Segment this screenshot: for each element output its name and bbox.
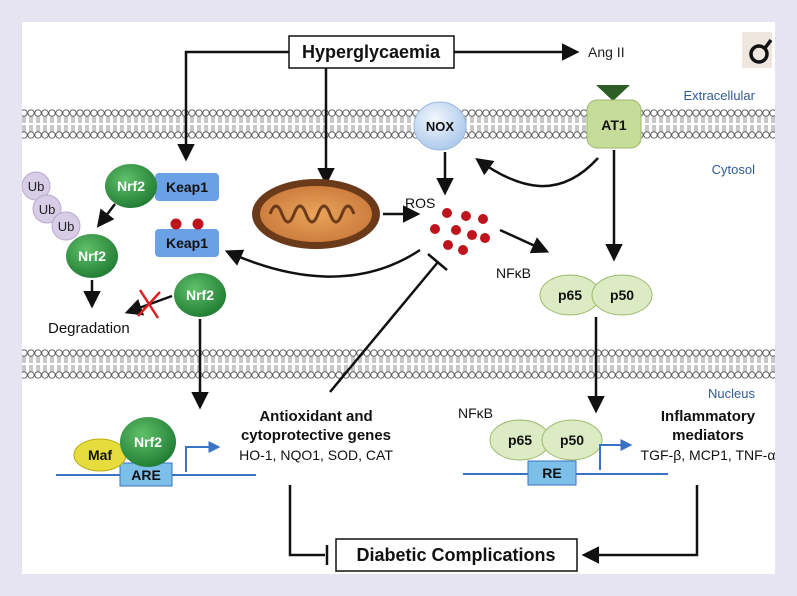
keap1-bound: [155, 173, 219, 201]
inhibit-genes-to-ros: [329, 261, 439, 393]
antioxidant-gene-list: HO-1, NQO1, SOD, CAT: [239, 447, 393, 463]
keap1-oxidized-label: Keap1: [166, 235, 208, 251]
svg-text:p50: p50: [610, 287, 634, 303]
arrow-inflammatory-to-complications: [581, 485, 699, 564]
svg-text:Ub: Ub: [58, 219, 75, 234]
inflammatory-list: TGF-β, MCP1, TNF-α: [641, 447, 775, 463]
re-element: [527, 460, 577, 486]
logo-badge: [742, 32, 773, 68]
angii-label: Ang II: [588, 44, 625, 60]
nrf2-free-label: Nrf2: [186, 287, 214, 303]
mitochondrion-icon: [252, 179, 380, 249]
at1-label: AT1: [601, 117, 627, 133]
cytosol-label: Cytosol: [712, 162, 755, 177]
are-label: ARE: [131, 467, 161, 483]
arrow-ros-to-nfkb: [499, 228, 550, 254]
diabetic-complications-label: Diabetic Complications: [356, 545, 555, 565]
antioxidant-title-1: Antioxidant and: [259, 408, 372, 425]
hyperglycaemia-label: Hyperglycaemia: [302, 42, 441, 62]
angii-ligand: [596, 85, 630, 101]
nrf2-nuclear-label: Nrf2: [134, 434, 162, 450]
ros-label: ROS: [405, 195, 435, 211]
inhibit-genes-to-complications: [288, 485, 325, 557]
re-transcription-arrow: [599, 439, 633, 470]
diabetic-complications-box: [335, 538, 578, 572]
ubiquitin-chain: Ub Ub Ub: [21, 171, 81, 241]
nfkb-nuclear-label: NFκB: [458, 405, 493, 421]
nrf2-nuclear: [120, 417, 176, 467]
arrow-hyper-to-keap1: [177, 50, 289, 162]
svg-text:Ub: Ub: [28, 179, 45, 194]
arrow-ros-to-keap1: [224, 248, 421, 278]
blocked-x-icon: [137, 289, 161, 319]
maf-label: Maf: [88, 447, 112, 463]
inhibit-bar-ros: [427, 253, 448, 271]
nrf2-ubiquitinated-label: Nrf2: [78, 248, 106, 264]
nox-enzyme: [413, 101, 467, 151]
svg-text:p65: p65: [558, 287, 582, 303]
nuclear-membrane: [20, 349, 777, 379]
degradation-label: Degradation: [48, 320, 130, 337]
inflammatory-title-2: mediators: [672, 427, 744, 444]
p50-nuclear: [541, 419, 603, 461]
arrow-at1-to-nox: [475, 157, 599, 188]
hyperglycaemia-box: [288, 35, 455, 69]
nrf2-bound-label: Nrf2: [117, 178, 145, 194]
arrow-complex-to-ub-nrf2: [96, 203, 116, 228]
antioxidant-title-2: cytoprotective genes: [241, 427, 391, 444]
re-label: RE: [542, 465, 561, 481]
nucleus-label: Nucleus: [708, 386, 755, 401]
nrf2-bound: [105, 164, 157, 208]
nrf2-ubiquitinated: [66, 234, 118, 278]
svg-text:p50: p50: [560, 432, 584, 448]
keap1-ros-dot: [192, 218, 204, 230]
are-transcription-arrow: [185, 441, 221, 472]
at1-receptor: [586, 99, 642, 149]
svg-text:Ub: Ub: [39, 202, 56, 217]
extracellular-label: Extracellular: [683, 88, 755, 103]
ros-particles: [430, 208, 490, 255]
keap1-bound-label: Keap1: [166, 179, 208, 195]
nfkb-cytosol-label: NFκB: [496, 265, 531, 281]
nox-label: NOX: [426, 119, 455, 134]
svg-text:p65: p65: [508, 432, 532, 448]
pathway-diagram: Extracellular Cytosol Nucleus Hyperglyca…: [20, 32, 777, 572]
inflammatory-title-1: Inflammatory: [661, 408, 756, 425]
p50-cytosol: [591, 274, 653, 316]
plasma-membrane: [20, 109, 777, 139]
pathway-figure: Extracellular Cytosol Nucleus Hyperglyca…: [20, 22, 777, 574]
nrf2-free: [174, 273, 226, 317]
keap1-ros-dot: [170, 218, 182, 230]
keap1-oxidized: [155, 229, 219, 257]
